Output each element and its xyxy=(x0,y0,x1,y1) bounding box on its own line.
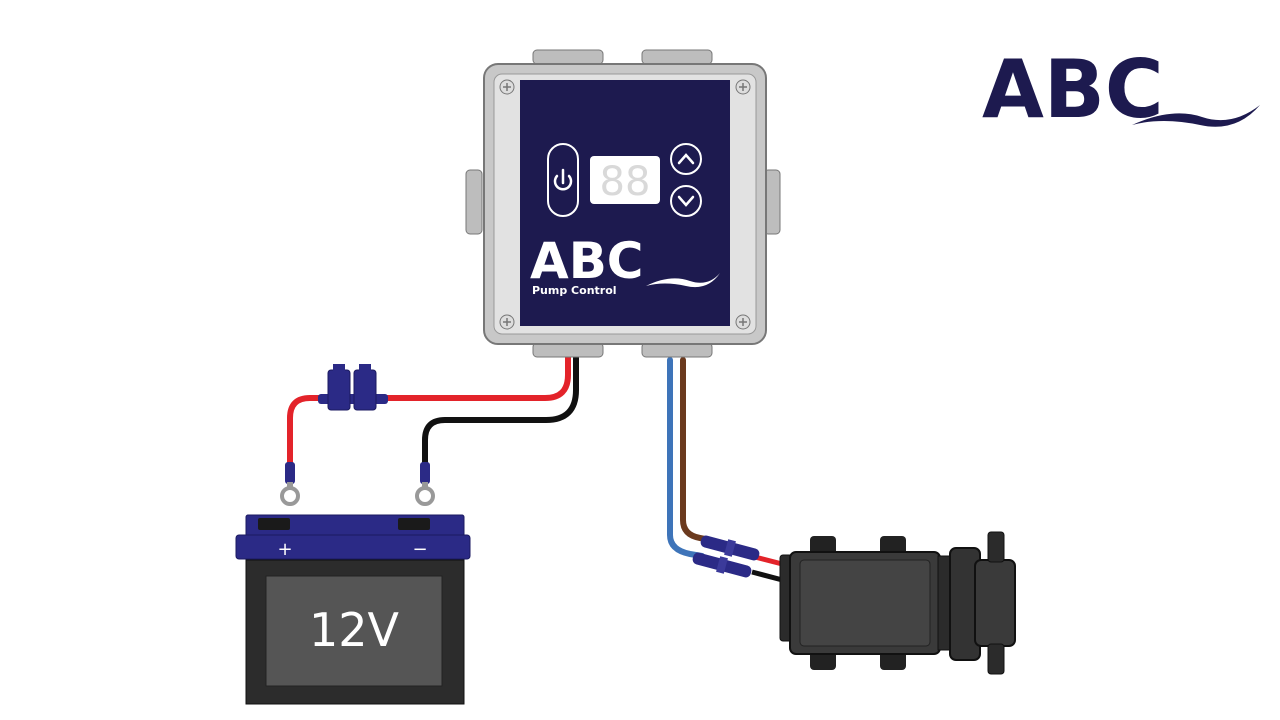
up-button[interactable] xyxy=(670,143,702,175)
brand-wave-icon xyxy=(1132,105,1260,127)
display-value: 88 xyxy=(600,159,651,205)
seven-segment-display xyxy=(590,156,660,204)
battery-positive-label: + xyxy=(277,539,292,560)
water-pump xyxy=(779,531,1016,675)
butt-connector-upper xyxy=(700,535,760,561)
inline-fuse-holder xyxy=(318,364,388,411)
pump-wire-brown xyxy=(680,357,713,543)
brand-logo: ABC xyxy=(982,43,1260,136)
cable-gland xyxy=(641,342,713,358)
negative-ring-terminal xyxy=(415,462,435,506)
butt-connector-lower xyxy=(692,552,752,578)
power-icon xyxy=(553,168,573,191)
battery-negative-label: − xyxy=(412,539,427,560)
negative-wire xyxy=(422,347,579,468)
pump-controller: 88 ABC Pump Control xyxy=(465,49,781,358)
chevron-up-icon xyxy=(677,153,695,165)
chevron-down-icon xyxy=(677,195,695,207)
panel-subtitle: Pump Control xyxy=(532,284,617,297)
battery: + − 12V xyxy=(235,514,471,705)
battery-negative-post xyxy=(398,518,430,530)
positive-wire xyxy=(287,347,571,468)
battery-positive-post xyxy=(258,518,290,530)
cable-gland xyxy=(532,342,604,358)
down-button[interactable] xyxy=(670,185,702,217)
battery-voltage-label: 12V xyxy=(309,603,400,657)
positive-ring-terminal xyxy=(280,462,300,506)
panel-logo-text: ABC xyxy=(530,232,644,290)
pump-wire-blue xyxy=(667,357,705,559)
panel-wave-icon xyxy=(646,273,720,288)
brand-logo-text: ABC xyxy=(982,43,1164,136)
